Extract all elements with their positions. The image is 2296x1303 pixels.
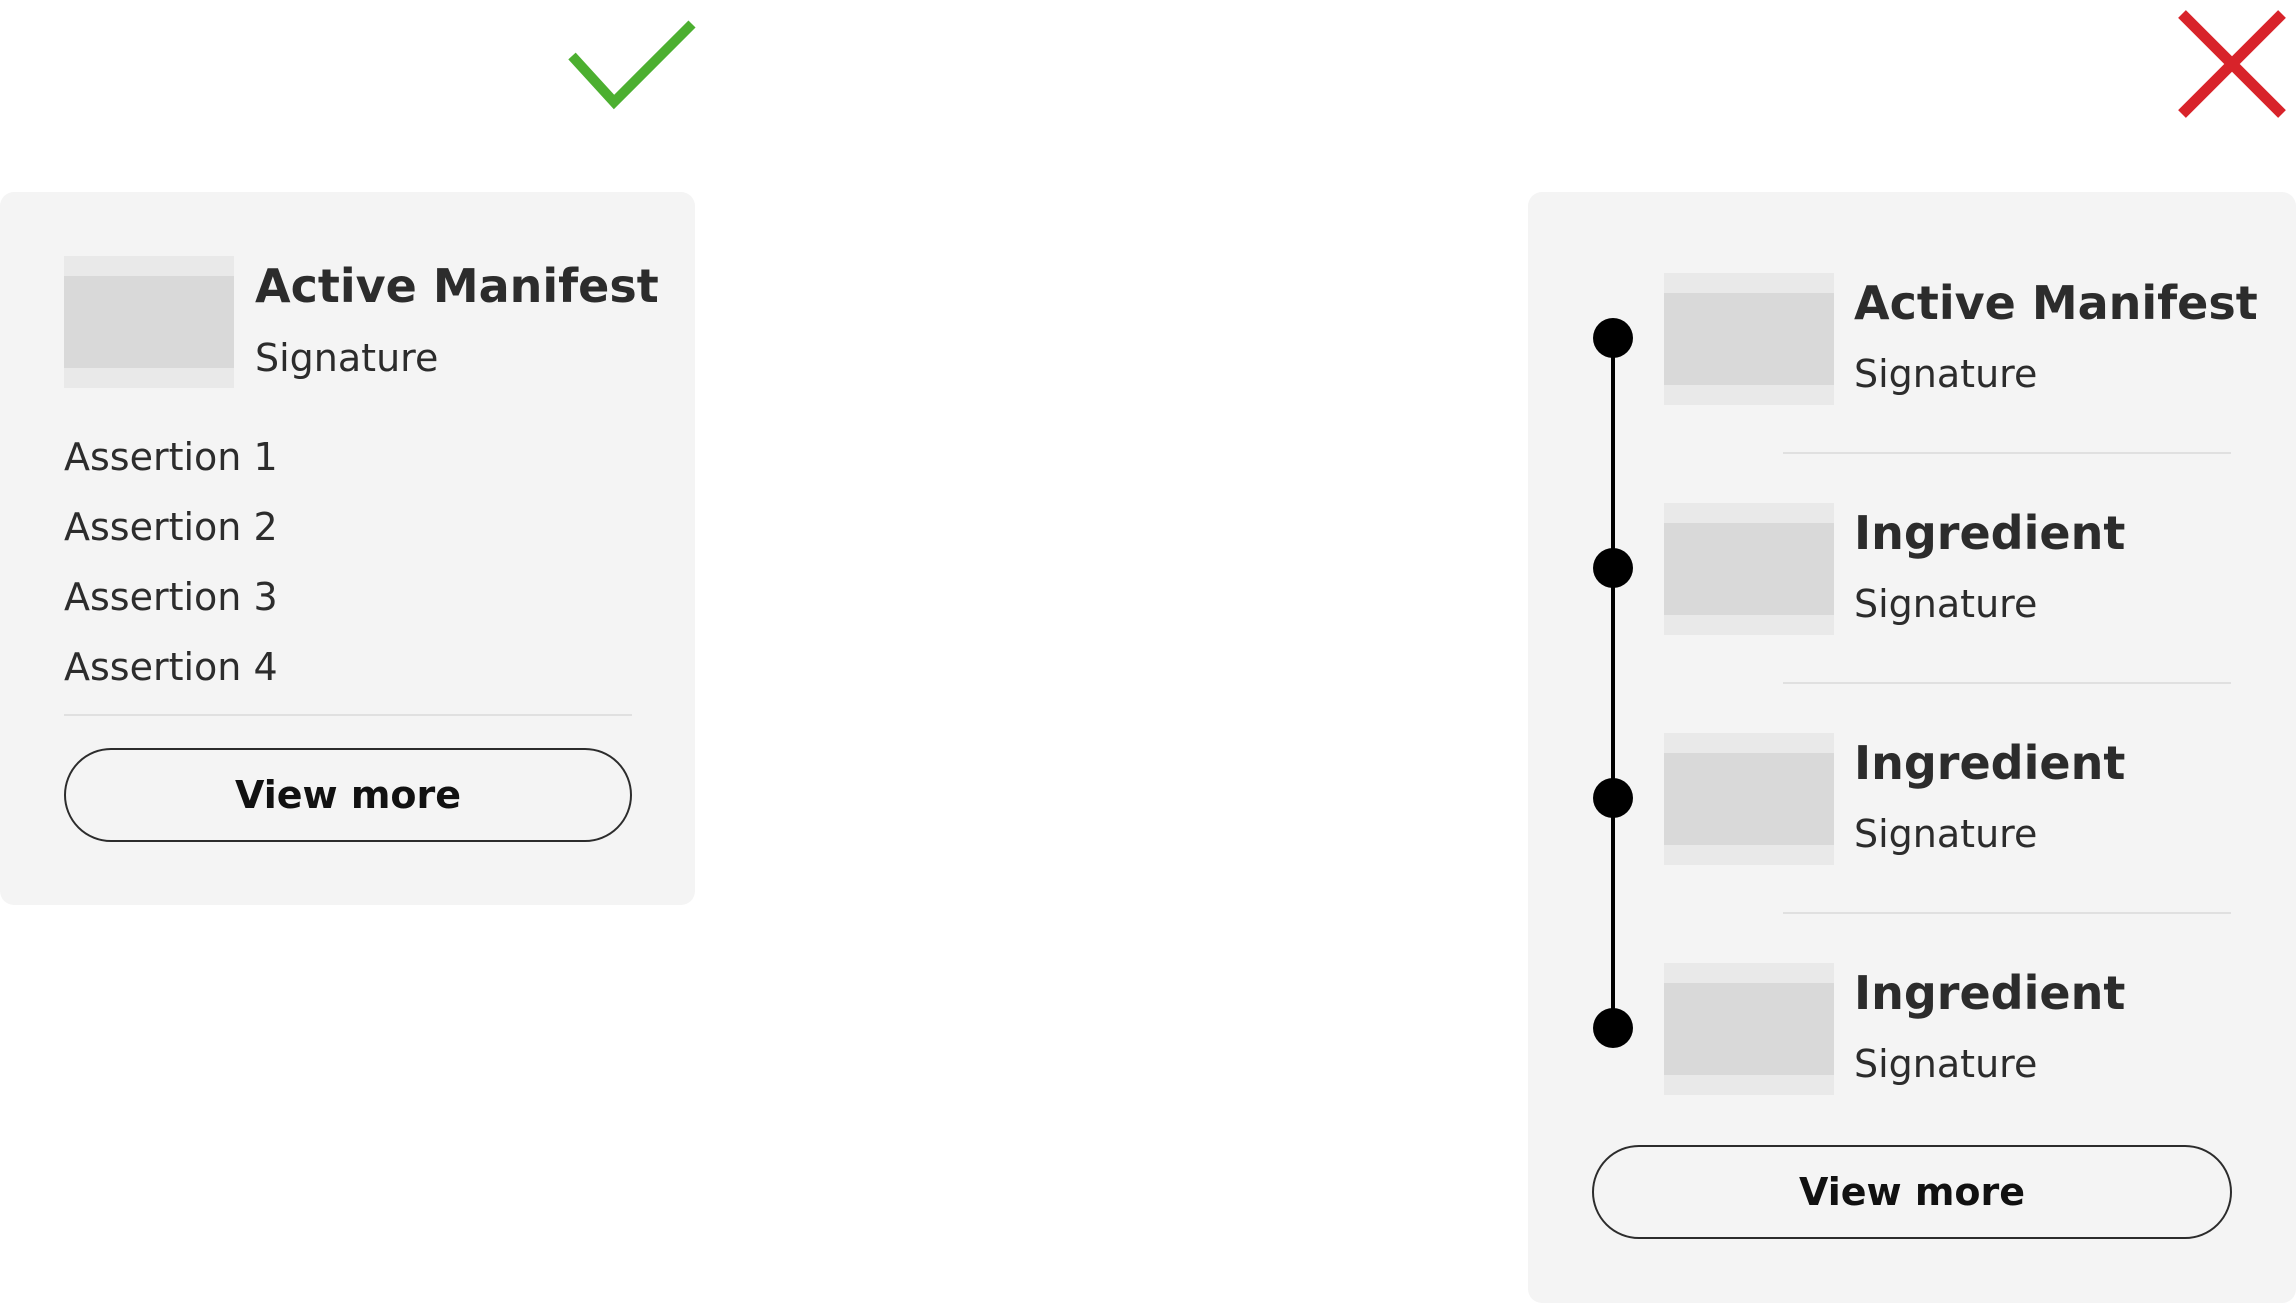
divider	[1783, 452, 2231, 454]
timeline-dot	[1593, 548, 1633, 588]
thumbnail	[1664, 503, 1834, 635]
list-item: Assertion 1	[64, 435, 278, 479]
thumbnail	[1664, 733, 1834, 865]
good-example-card: Active Manifest Signature Assertion 1 As…	[0, 192, 695, 905]
assertion-list: Assertion 1 Assertion 2 Assertion 3 Asse…	[64, 422, 278, 702]
check-icon	[568, 20, 696, 110]
thumbnail	[1664, 273, 1834, 405]
timeline-dot	[1593, 1008, 1633, 1048]
thumbnail	[1664, 963, 1834, 1095]
ingredient-subtitle: Signature	[1854, 1042, 2038, 1086]
timeline-dot	[1593, 778, 1633, 818]
ingredient-subtitle: Signature	[1854, 582, 2038, 626]
list-item: Assertion 2	[64, 505, 278, 549]
manifest-subtitle: Signature	[1854, 352, 2038, 396]
manifest-title: Active Manifest	[1854, 276, 2258, 330]
ingredient-title: Ingredient	[1854, 966, 2126, 1020]
ingredient-title: Ingredient	[1854, 736, 2126, 790]
timeline-line	[1611, 338, 1615, 1028]
ingredient-subtitle: Signature	[1854, 812, 2038, 856]
card-title: Active Manifest	[255, 259, 659, 313]
list-item: Assertion 4	[64, 645, 278, 689]
bad-example-card: Active Manifest Signature Ingredient Sig…	[1528, 192, 2296, 1303]
list-item: Assertion 3	[64, 575, 278, 619]
view-more-button[interactable]: View more	[1592, 1145, 2232, 1239]
divider	[1783, 682, 2231, 684]
cross-icon	[2178, 10, 2286, 118]
ingredient-title: Ingredient	[1854, 506, 2126, 560]
divider	[1783, 912, 2231, 914]
thumbnail	[64, 256, 234, 388]
view-more-button[interactable]: View more	[64, 748, 632, 842]
timeline-dot	[1593, 318, 1633, 358]
card-subtitle: Signature	[255, 336, 439, 380]
divider	[64, 714, 632, 716]
